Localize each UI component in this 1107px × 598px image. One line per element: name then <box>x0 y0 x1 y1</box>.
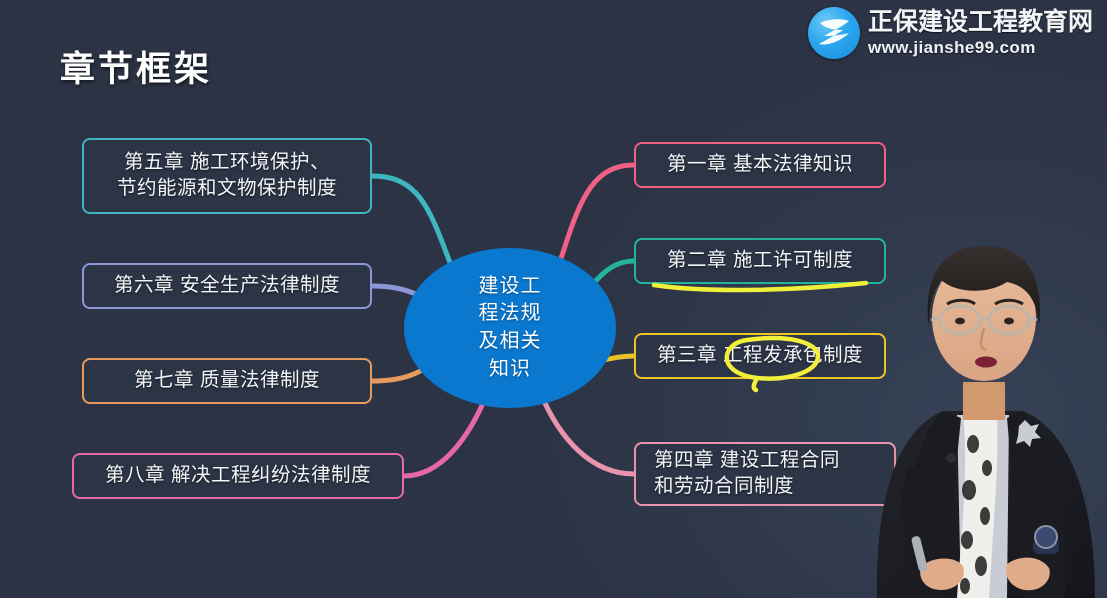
mindmap-node-chapter-2[interactable]: 第二章 施工许可制度 <box>634 238 886 284</box>
chapter-4-line-2: 和劳动合同制度 <box>654 475 795 497</box>
mindmap-node-chapter-3[interactable]: 第三章 工程发承包制度 <box>634 333 886 379</box>
chapter-8-label: 第八章 解决工程纠纷法律制度 <box>105 464 371 487</box>
chapter-7-label: 第七章 质量法律制度 <box>134 369 320 392</box>
site-logo: 正保建设工程教育网 www.jianshe99.com <box>802 4 1099 62</box>
center-line-3: 及相关 <box>478 330 542 352</box>
logo-z-icon <box>807 7 860 59</box>
center-line-2: 程法规 <box>478 302 542 325</box>
logo-url: www.jianshe99.com <box>867 38 1036 57</box>
mindmap-node-chapter-5[interactable]: 第五章 施工环境保护、 节约能源和文物保护制度 <box>82 138 372 214</box>
logo-text-block: 正保建设工程教育网 www.jianshe99.com <box>867 8 1093 57</box>
mindmap-node-chapter-4[interactable]: 第四章 建设工程合同 和劳动合同制度 <box>634 442 896 506</box>
chapter-4-line-1: 第四章 建设工程合同 <box>654 449 840 472</box>
mindmap-center-node[interactable]: 建设工 程法规 及相关 知识 <box>404 248 616 408</box>
chapter-4-label: 第四章 建设工程合同 和劳动合同制度 <box>646 448 884 499</box>
chapter-1-label: 第一章 基本法律知识 <box>667 153 853 176</box>
chapter-5-line-1: 第五章 施工环境保护、 <box>124 151 330 174</box>
chapter-5-line-2: 节约能源和文物保护制度 <box>116 177 337 199</box>
mindmap-node-chapter-8[interactable]: 第八章 解决工程纠纷法律制度 <box>72 453 404 499</box>
center-line-4: 知识 <box>489 357 531 380</box>
mindmap-node-chapter-1[interactable]: 第一章 基本法律知识 <box>634 142 886 188</box>
center-node-label: 建设工 程法规 及相关 知识 <box>479 273 542 383</box>
chapter-6-label: 第六章 安全生产法律制度 <box>114 274 340 297</box>
chapter-3-label: 第三章 工程发承包制度 <box>657 344 863 367</box>
chapter-5-label: 第五章 施工环境保护、 节约能源和文物保护制度 <box>117 150 337 201</box>
mindmap-node-chapter-7[interactable]: 第七章 质量法律制度 <box>82 358 372 404</box>
chapter-2-label: 第二章 施工许可制度 <box>667 249 853 272</box>
logo-brand-name: 正保建设工程教育网 <box>867 8 1093 36</box>
mindmap-node-chapter-6[interactable]: 第六章 安全生产法律制度 <box>82 263 372 309</box>
center-line-1: 建设工 <box>478 274 542 297</box>
page-title: 章节框架 <box>60 50 213 89</box>
